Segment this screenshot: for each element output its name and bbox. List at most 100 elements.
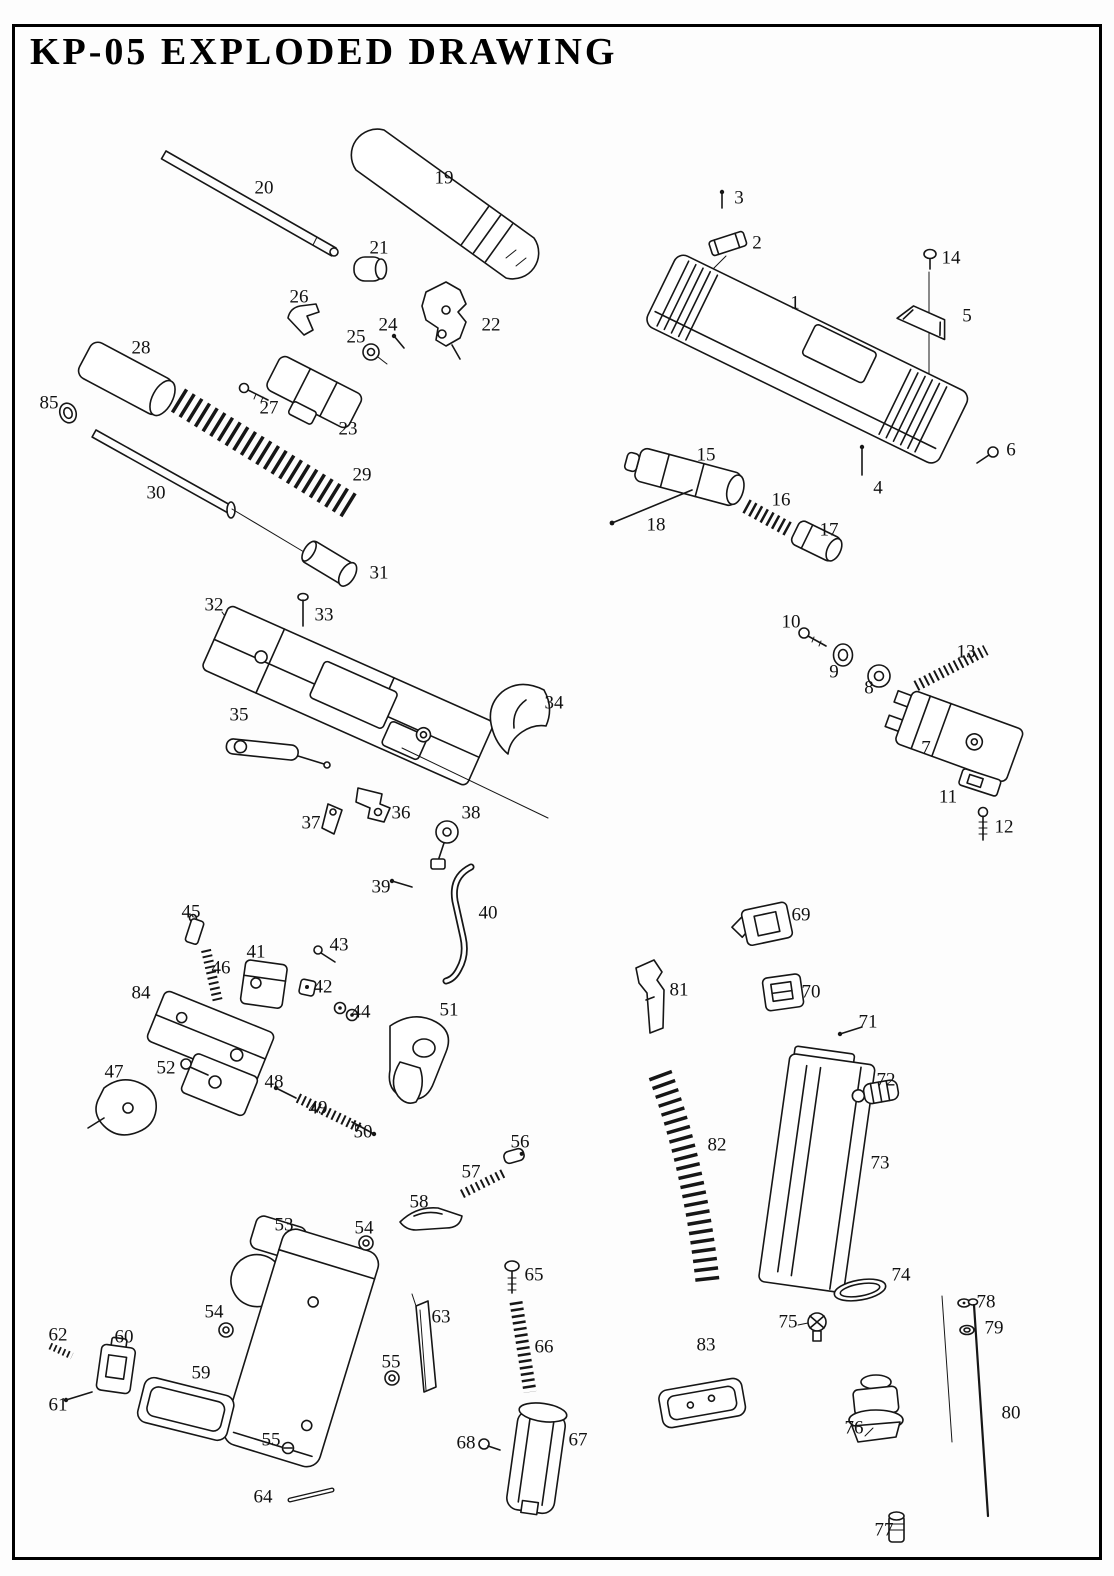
- part-number-label: 44: [352, 1002, 372, 1023]
- part-number-label: 12: [995, 817, 1014, 838]
- part-1-slide: [646, 254, 969, 464]
- part-30-guide-tube: [91, 429, 305, 553]
- part-82-magazine-spring: [648, 1069, 720, 1288]
- part-81-follower: [635, 959, 665, 1034]
- part-number-label: 52: [157, 1058, 176, 1079]
- part-number-label: 36: [392, 803, 411, 824]
- part-number-label: 35: [230, 705, 249, 726]
- part-80-rod: [941, 1295, 990, 1518]
- part-number-label: 33: [315, 605, 334, 626]
- part-number-label: 18: [647, 515, 666, 536]
- part-number-label: 81: [670, 980, 689, 1001]
- part-66-spring: [509, 1301, 537, 1393]
- part-number-label: 84: [132, 983, 152, 1004]
- part-number-label: 83: [697, 1335, 716, 1356]
- part-47-hammer: [87, 1079, 158, 1136]
- part-number-label: 53: [275, 1215, 294, 1236]
- part-39-pin: [389, 878, 413, 888]
- part-28-chamber: [77, 341, 176, 417]
- part-76-pump-base: [848, 1374, 904, 1443]
- part-number-label: 62: [49, 1325, 68, 1346]
- part-number-label: 24: [379, 315, 399, 336]
- part-number-label: 67: [569, 1430, 588, 1451]
- part-12-screw: [977, 806, 989, 841]
- part-number-label: 65: [525, 1265, 544, 1286]
- part-21-barrel-spacer: [353, 256, 388, 282]
- part-number-label: 56: [511, 1132, 530, 1153]
- part-number-label: 26: [290, 287, 309, 308]
- part-number-label: 40: [479, 903, 498, 924]
- part-number-label: 32: [205, 595, 224, 616]
- part-number-label: 55: [382, 1352, 401, 1373]
- part-number-label: 57: [462, 1162, 481, 1183]
- part-number-label: 4: [873, 478, 883, 499]
- part-number-label: 68: [457, 1433, 476, 1454]
- part-number-label: 69: [792, 905, 811, 926]
- part-number-label: 48: [265, 1072, 284, 1093]
- part-number-label: 85: [40, 393, 59, 414]
- part-number-label: 51: [440, 1000, 459, 1021]
- part-77-valve: [888, 1511, 905, 1543]
- part-84-chassis: [146, 990, 275, 1117]
- part-labels: 1234567891011121314151617181920212223242…: [40, 168, 1021, 1541]
- part-number-label: 3: [734, 188, 744, 209]
- part-37-lever: [321, 803, 343, 835]
- part-23-chamber-housing: [266, 355, 363, 429]
- part-44-rollers: [333, 1001, 359, 1022]
- part-83-mag-base: [658, 1377, 747, 1429]
- part-36-sear: [355, 787, 391, 823]
- part-20-inner-barrel: [160, 150, 339, 257]
- part-46-spring: [201, 948, 223, 1004]
- part-62-spring: [48, 1342, 74, 1360]
- part-number-label: 14: [942, 248, 962, 269]
- part-9-washer: [832, 643, 854, 667]
- part-18-pin: [609, 489, 693, 526]
- part-number-label: 29: [353, 465, 372, 486]
- part-number-label: 20: [255, 178, 274, 199]
- page-title: KP-05 EXPLODED DRAWING: [30, 31, 618, 73]
- part-7-hammer-housing: [884, 689, 1024, 783]
- part-number-label: 54: [355, 1218, 375, 1239]
- part-71-pin: [837, 1026, 863, 1037]
- part-number-label: 19: [435, 168, 454, 189]
- part-number-label: 66: [535, 1337, 554, 1358]
- part-73-magazine-body: [758, 1045, 876, 1294]
- part-6-screw: [976, 446, 999, 464]
- part-number-label: 79: [985, 1318, 1004, 1339]
- part-number-label: 82: [708, 1135, 727, 1156]
- part-16-spring: [742, 499, 794, 537]
- part-number-label: 80: [1002, 1403, 1021, 1424]
- part-75-valve: [797, 1312, 827, 1342]
- part-number-label: 61: [49, 1395, 68, 1416]
- part-60-latch: [95, 1336, 137, 1395]
- part-8-knob: [867, 664, 891, 688]
- part-number-label: 28: [132, 338, 151, 359]
- part-55-screw: [281, 1441, 295, 1455]
- part-number-label: 37: [302, 813, 321, 834]
- part-number-label: 10: [782, 612, 801, 633]
- part-number-label: 21: [370, 238, 389, 259]
- part-number-label: 46: [212, 958, 231, 979]
- part-number-label: 75: [779, 1312, 798, 1333]
- part-number-label: 50: [354, 1122, 373, 1143]
- part-13-spring: [913, 645, 989, 691]
- part-33-screw: [297, 592, 309, 627]
- part-number-label: 8: [864, 678, 874, 699]
- part-19-outer-barrel: [350, 128, 540, 280]
- part-number-label: 2: [752, 233, 762, 254]
- part-41-housing: [239, 959, 288, 1009]
- part-number-label: 16: [772, 490, 791, 511]
- part-74-o-ring: [833, 1278, 887, 1302]
- part-2-sight-part: [708, 230, 748, 273]
- part-4-pin: [859, 444, 865, 476]
- part-49-spring: [295, 1093, 363, 1133]
- part-number-label: 27: [260, 398, 279, 419]
- part-48-pin: [273, 1085, 297, 1099]
- part-32-frame: [202, 605, 549, 819]
- part-10-screw: [798, 627, 827, 647]
- part-35-slide-stop: [225, 738, 331, 769]
- part-17-piston-head: [790, 520, 843, 562]
- page-border: [12, 24, 1102, 1560]
- part-number-label: 47: [105, 1062, 124, 1083]
